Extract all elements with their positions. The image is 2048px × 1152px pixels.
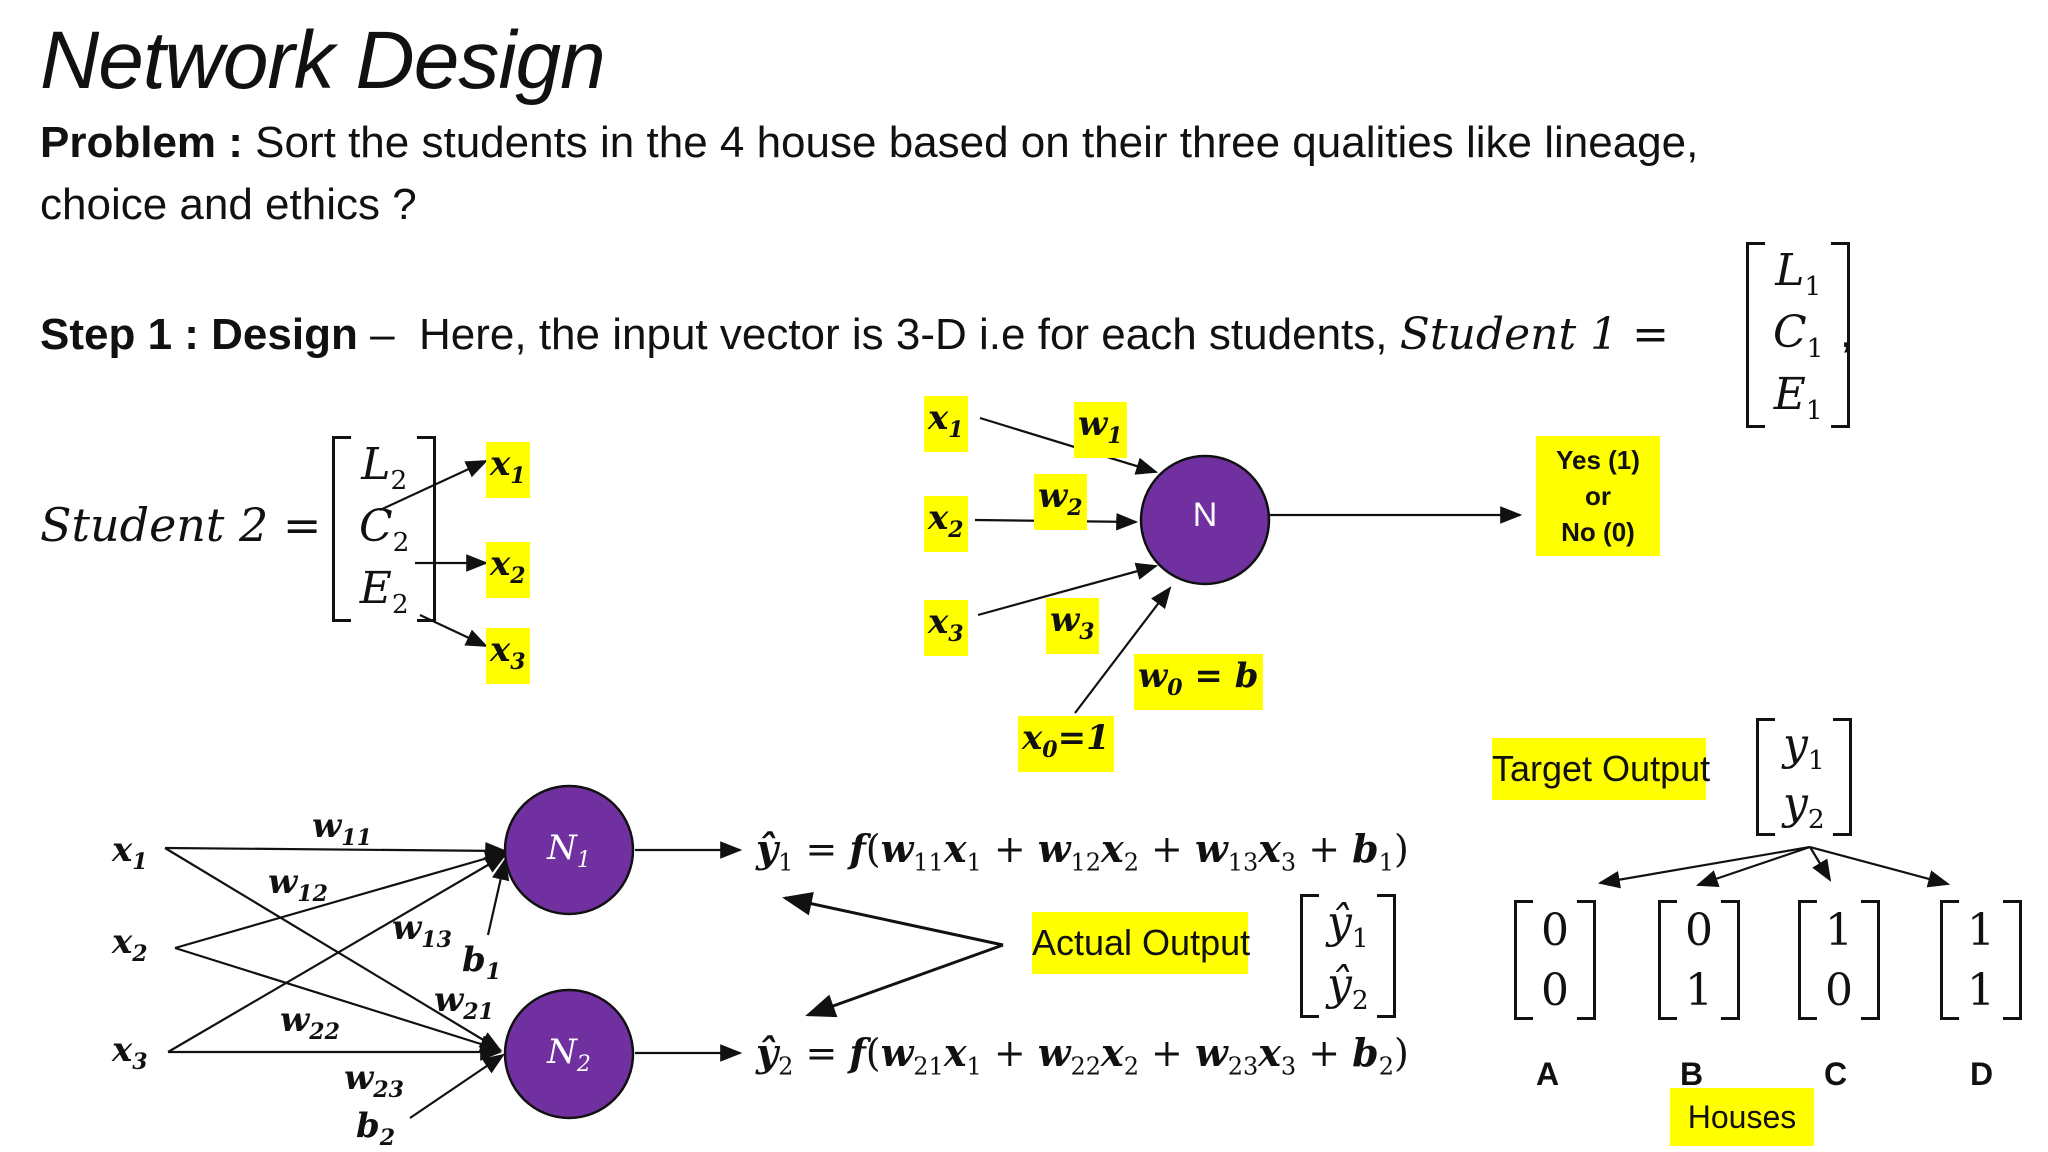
student2-x3: x3	[486, 628, 530, 684]
page-title: Network Design	[40, 15, 606, 106]
problem-text-2: choice and ethics ?	[40, 180, 417, 229]
target-y2: y2	[1783, 778, 1825, 835]
sn-x2: x2	[924, 496, 968, 552]
sn-output-yes: Yes (1)	[1556, 445, 1640, 475]
target-output-vector: y1 y2	[1756, 718, 1852, 836]
problem-line1: Problem : Sort the students in the 4 hou…	[40, 112, 1698, 174]
student2-x2: x2	[486, 542, 530, 598]
equation-y2: ŷ2 = f(w21x1 + w22x2 + w23x3 + b2)	[756, 1030, 1409, 1081]
neuron-n2	[503, 988, 635, 1120]
tn-x2: x2	[112, 922, 148, 967]
sn-bias-weight: w0 = b	[1134, 654, 1263, 710]
student2-c: C2	[359, 500, 410, 558]
actual-y1: ŷ1	[1327, 896, 1369, 954]
sn-w2: w2	[1034, 474, 1087, 530]
house-d-label: D	[1970, 1056, 1994, 1092]
tn-b2: b2	[356, 1106, 396, 1151]
sn-x3: x3	[924, 600, 968, 656]
student2-x1: x1	[486, 442, 530, 498]
sn-w1: w1	[1074, 402, 1127, 458]
sn-x1: x1	[924, 396, 968, 452]
sn-output-or: or	[1585, 481, 1611, 511]
arrow-x3-n	[977, 562, 1159, 617]
student1-lhs: Student 1 =	[1399, 309, 1669, 360]
arrow-x1-n	[979, 416, 1159, 475]
neuron-n1	[503, 784, 635, 916]
step1-label: Step 1 : Design	[40, 310, 358, 359]
sn-node-label: N	[1192, 496, 1218, 534]
actual-y2: ŷ2	[1327, 958, 1369, 1016]
tn-n2-label: N2	[547, 1032, 591, 1077]
equation-y1: ŷ1 = f(w11x1 + w12x2 + w13x3 + b1)	[756, 826, 1409, 877]
neuron-n	[1139, 454, 1271, 586]
tn-w13: w13	[392, 908, 452, 953]
tn-b1: b1	[462, 940, 502, 985]
house-a-label: A	[1536, 1056, 1560, 1092]
student1-comma: ,	[1840, 308, 1853, 357]
student1-c: C1	[1773, 306, 1824, 364]
tn-x3: x3	[112, 1030, 148, 1075]
sn-bias-input: x0=1	[1018, 716, 1114, 772]
target-y1: y1	[1783, 719, 1825, 776]
sn-output-no: No (0)	[1561, 517, 1635, 547]
step1-dash: –	[370, 310, 395, 359]
actual-output-label: Actual Output	[1032, 912, 1250, 974]
house-b-label: B	[1680, 1056, 1704, 1092]
arrow-l2-x1	[379, 460, 488, 511]
tn-w12: w12	[268, 862, 328, 907]
houses-label: Houses	[1670, 1088, 1814, 1146]
tn-w11: w11	[312, 806, 372, 851]
arrow-x0-n	[1074, 586, 1172, 714]
student1-vector: L1 C1 E1	[1746, 242, 1851, 428]
step1-line: Step 1 : Design – Here, the input vector…	[40, 304, 1669, 366]
sn-w3: w3	[1046, 598, 1099, 654]
actual-output-vector: ŷ1 ŷ2	[1300, 894, 1396, 1018]
target-output-label: Target Output	[1492, 738, 1710, 800]
house-c-label: C	[1824, 1056, 1848, 1092]
problem-label: Problem :	[40, 118, 243, 167]
tn-w22: w22	[280, 1000, 340, 1045]
student1-l: L1	[1775, 244, 1822, 302]
sn-output-box: Yes (1) or No (0)	[1536, 436, 1660, 556]
student2-vector: L2 C2 E2	[332, 436, 437, 622]
student1-e: E1	[1773, 368, 1823, 426]
student2-e: E2	[359, 562, 409, 620]
problem-text-1: Sort the students in the 4 house based o…	[255, 118, 1699, 167]
step1-text: Here, the input vector is 3-D i.e for ea…	[419, 310, 1388, 359]
tn-w23: w23	[344, 1058, 404, 1103]
tn-x1: x1	[112, 830, 148, 875]
tn-n1-label: N1	[547, 828, 591, 873]
tn-w21: w21	[434, 980, 494, 1025]
student2-lhs: Student 2 =	[40, 498, 322, 552]
student2-l: L2	[361, 438, 408, 496]
